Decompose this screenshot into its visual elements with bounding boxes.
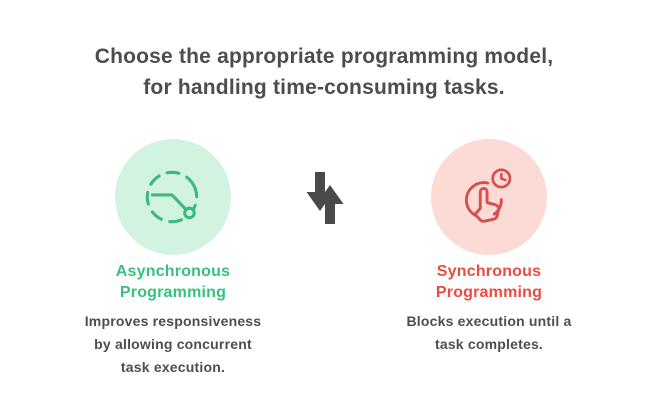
asynchronous-panel: Asynchronous Programming Improves respon… <box>28 139 318 379</box>
synchronous-circle-badge <box>431 139 547 255</box>
synchronous-heading: Synchronous Programming <box>358 261 620 303</box>
page-title-line-2: for handling time-consuming tasks. <box>143 76 505 99</box>
asynchronous-heading: Asynchronous Programming <box>28 261 318 303</box>
hand-click-with-clock-icon <box>453 161 525 233</box>
synchronous-description-line-2: task completes. <box>434 336 544 352</box>
asynchronous-description: Improves responsiveness by allowing conc… <box>28 310 318 379</box>
compare-arrows-icon <box>298 167 350 229</box>
asynchronous-description-line-1: Improves responsiveness <box>84 313 262 329</box>
asynchronous-heading-line-1: Asynchronous <box>115 263 231 280</box>
asynchronous-description-line-2: by allowing concurrent <box>94 336 252 352</box>
asynchronous-description-line-3: task execution. <box>120 359 226 375</box>
synchronous-panel: Synchronous Programming Blocks execution… <box>358 139 620 356</box>
page-title-line-1: Choose the appropriate programming model… <box>94 45 554 68</box>
asynchronous-heading-line-2: Programming <box>119 284 227 301</box>
synchronous-description-line-1: Blocks execution until a <box>406 313 572 329</box>
page-title: Choose the appropriate programming model… <box>10 41 638 103</box>
synchronous-description: Blocks execution until a task completes. <box>358 310 620 356</box>
synchronous-heading-line-1: Synchronous <box>436 263 542 280</box>
dashed-timer-clock-icon <box>137 161 209 233</box>
asynchronous-circle-badge <box>115 139 231 255</box>
synchronous-heading-line-2: Programming <box>435 284 543 301</box>
